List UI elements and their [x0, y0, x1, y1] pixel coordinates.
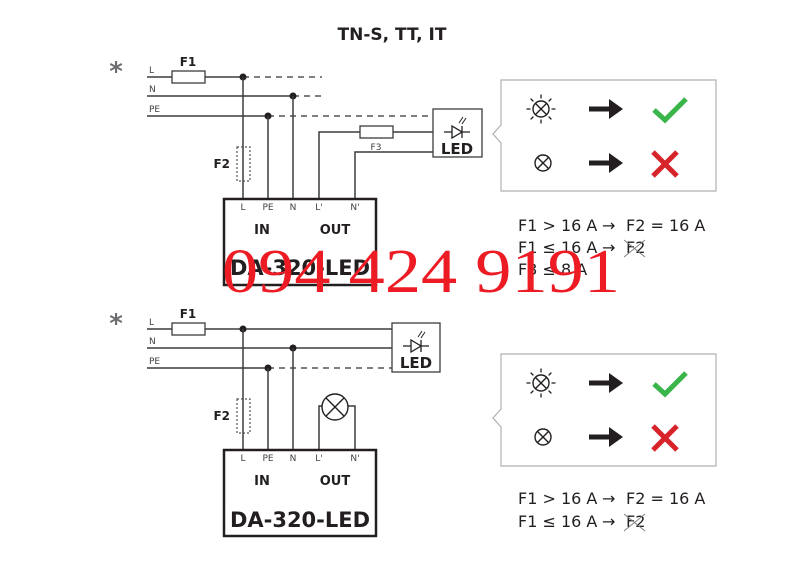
line-label-n: N — [149, 85, 156, 95]
out-label: OUT — [320, 474, 351, 489]
rule-2-left: F1 ≤ 16 A — [518, 238, 597, 257]
fuse-f1 — [171, 322, 206, 336]
wire-n-out — [354, 151, 433, 199]
fuse-rules: F1 > 16 A → F2 = 16 A F1 ≤ 16 A → F2 F3 … — [518, 216, 705, 279]
terminal-n: N — [290, 454, 297, 464]
strike-line — [623, 513, 646, 532]
lamp-load-icon — [321, 393, 349, 421]
in-label: IN — [254, 474, 270, 489]
wire-l-out — [318, 131, 433, 199]
terminal-l: L — [240, 203, 245, 213]
led-label: LED — [400, 354, 432, 372]
wire-l-out — [318, 405, 322, 450]
out-label: OUT — [320, 223, 351, 238]
terminal-pe: PE — [262, 454, 273, 464]
terminal-n-out: N' — [350, 454, 359, 464]
fuse-f3 — [359, 125, 394, 139]
diagram-top: * L N PE F1 F2 F3 — [109, 55, 717, 287]
device-name: DA-320-LED — [230, 256, 370, 280]
device-box — [222, 448, 378, 538]
asterisk-marker: * — [109, 309, 123, 339]
fuse-f1-label: F1 — [180, 55, 197, 69]
terminal-l-out: L' — [315, 203, 323, 213]
rule-2-left: F1 ≤ 16 A — [518, 512, 597, 531]
line-label-n: N — [149, 337, 156, 347]
terminal-n-out: N' — [350, 203, 359, 213]
fuse-f2-label: F2 — [213, 157, 230, 171]
page-title: TN-S, TT, IT — [338, 25, 447, 45]
fuse-f1 — [171, 70, 206, 84]
strike-line — [623, 239, 646, 258]
device-name: DA-320-LED — [230, 508, 370, 532]
terminal-n: N — [290, 203, 297, 213]
fuse-f2-label: F2 — [213, 409, 230, 423]
terminal-pe: PE — [262, 203, 273, 213]
line-label-l: L — [149, 66, 154, 76]
diagram-bottom: * L N PE F1 F2 LED L PE N — [109, 307, 717, 538]
rule-1-arrow: → — [602, 216, 615, 235]
rule-3-left: F3 ≤ 8 A — [518, 260, 587, 279]
rule-1-left: F1 > 16 A — [518, 216, 597, 235]
in-label: IN — [254, 223, 270, 238]
device-box — [222, 197, 378, 287]
terminal-l: L — [240, 454, 245, 464]
line-label-pe: PE — [149, 357, 160, 367]
asterisk-marker: * — [109, 57, 123, 87]
fuse-f1-label: F1 — [180, 307, 197, 321]
rule-2-arrow: → — [602, 238, 615, 257]
line-label-pe: PE — [149, 105, 160, 115]
led-label: LED — [441, 140, 473, 158]
fuse-rules: F1 > 16 A → F2 = 16 A F1 ≤ 16 A → F2 — [518, 489, 705, 532]
rule-2-arrow: → — [602, 512, 615, 531]
line-label-l: L — [149, 318, 154, 328]
legend-callout — [492, 79, 717, 192]
rule-1-arrow: → — [602, 489, 615, 508]
rule-1-left: F1 > 16 A — [518, 489, 597, 508]
terminal-l-out: L' — [315, 454, 323, 464]
wire-n-out — [348, 405, 356, 450]
rule-1-right: F2 = 16 A — [626, 216, 705, 235]
legend-callout — [492, 353, 717, 467]
fuse-f3-label: F3 — [371, 143, 382, 153]
phone-watermark: 094 424 9191 — [222, 238, 620, 306]
rule-1-right: F2 = 16 A — [626, 489, 705, 508]
